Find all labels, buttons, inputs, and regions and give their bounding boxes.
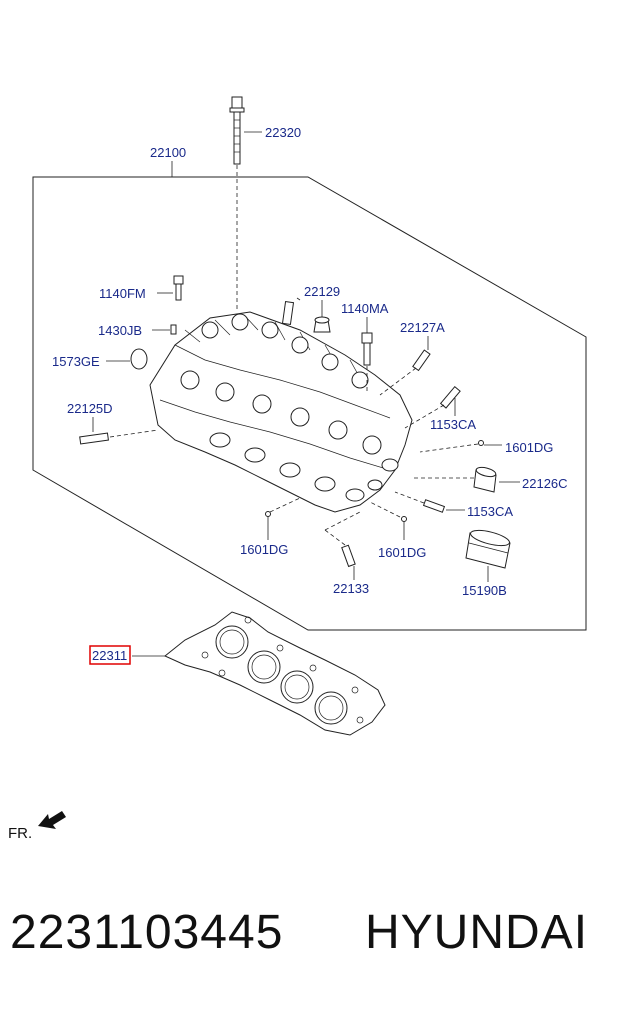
bolt-1140MA[interactable]	[361, 332, 373, 366]
plug-1573GE[interactable]	[130, 348, 148, 370]
lifter-15190B[interactable]	[465, 527, 511, 569]
brand-name: HYUNDAI	[365, 906, 589, 959]
label-22133[interactable]: 22133	[333, 581, 369, 596]
dash-1601DG-mid	[369, 501, 401, 518]
label-15190B[interactable]: 15190B	[462, 583, 507, 598]
label-1140MA[interactable]: 1140MA	[341, 301, 389, 316]
front-marker: FR.	[8, 811, 66, 842]
stud-22125D[interactable]	[79, 432, 109, 445]
footer: 2231103445 HYUNDAI	[0, 905, 620, 975]
stud-1153CA-lower[interactable]	[422, 499, 446, 513]
cap-22129[interactable]	[313, 316, 331, 333]
dash-22125D	[109, 429, 159, 438]
label-1601DG-mid[interactable]: 1601DG	[378, 545, 426, 560]
label-22127A[interactable]: 22127A	[400, 320, 445, 335]
pin-1601DG-right[interactable]	[478, 440, 484, 446]
dash-22133	[324, 529, 346, 546]
dash-1601DG-left	[269, 497, 301, 513]
dash-1153CA-lower	[394, 491, 425, 504]
head-gasket-22311[interactable]	[164, 611, 386, 736]
label-1601DG-left[interactable]: 1601DG	[240, 542, 288, 557]
leader-22129-a	[296, 297, 301, 301]
front-marker-label: FR.	[8, 825, 32, 842]
label-22129[interactable]: 22129	[304, 284, 340, 299]
highlight-box-22311	[89, 645, 131, 665]
cylinder-head[interactable]	[149, 311, 413, 513]
label-22320[interactable]: 22320	[265, 125, 301, 140]
label-1153CA-upper[interactable]: 1153CA	[430, 417, 476, 432]
label-22311[interactable]: 22311	[92, 648, 127, 663]
label-22100[interactable]: 22100	[150, 145, 186, 160]
dash-22133-b	[324, 511, 361, 531]
head-bolt-22320[interactable]	[229, 96, 245, 165]
pin-1601DG-mid[interactable]	[401, 516, 407, 522]
parts-diagram: 22320 22100 1140FM	[8, 96, 587, 842]
label-1153CA-lower[interactable]: 1153CA	[467, 504, 513, 519]
label-22126C[interactable]: 22126C	[522, 476, 568, 491]
bolt-1140FM[interactable]	[173, 275, 184, 301]
label-1573GE[interactable]: 1573GE	[52, 354, 100, 369]
dowel-22129[interactable]	[281, 300, 295, 326]
part-number: 2231103445	[10, 906, 284, 959]
front-arrow-icon	[38, 811, 66, 829]
sleeve-22126C[interactable]	[473, 466, 497, 493]
dash-22127A	[379, 367, 417, 396]
dash-1601DG-right	[419, 443, 479, 453]
label-1140FM[interactable]: 1140FM	[99, 286, 146, 301]
label-1430JB[interactable]: 1430JB	[98, 323, 142, 338]
stud-22133[interactable]	[341, 544, 356, 568]
label-1601DG-right[interactable]: 1601DG	[505, 440, 553, 455]
dash-1153CA-upper	[404, 404, 445, 429]
stud-22127A[interactable]	[412, 349, 431, 372]
pin-1430JB[interactable]	[170, 324, 177, 335]
label-22125D[interactable]: 22125D	[67, 401, 113, 416]
assembly-outline	[32, 176, 587, 631]
stud-1153CA-upper[interactable]	[439, 385, 461, 409]
pin-1601DG-left[interactable]	[265, 511, 271, 517]
